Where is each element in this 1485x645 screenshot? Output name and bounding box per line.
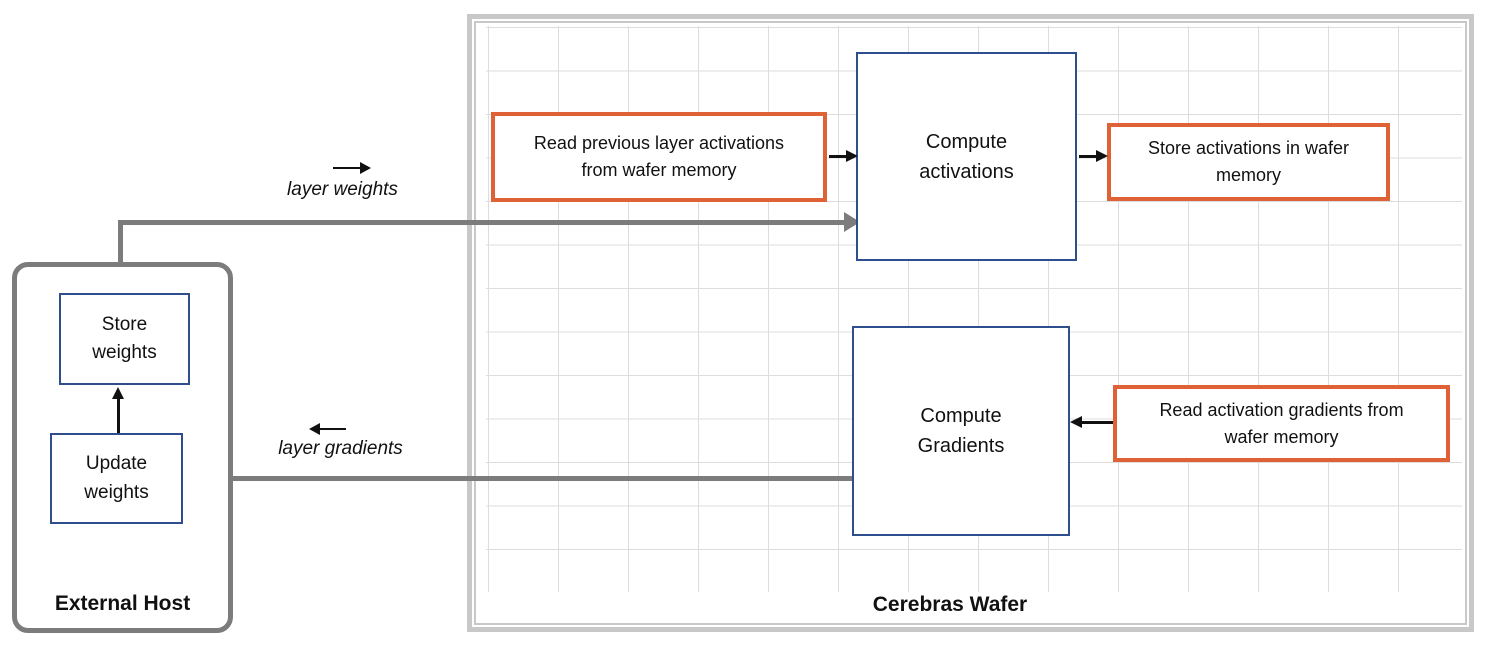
layer-weights-direction-arrowhead-icon xyxy=(360,162,371,174)
cerebras-wafer-region xyxy=(467,14,1474,632)
compute-to-store-arrow-line xyxy=(1079,155,1096,158)
update-to-store-arrowhead-icon xyxy=(112,387,124,399)
read-activations-box: Read previous layer activations from waf… xyxy=(491,112,827,202)
cerebras-wafer-title: Cerebras Wafer xyxy=(872,593,1028,616)
store-activations-label: Store activations in wafer memory xyxy=(1147,138,1350,185)
readgrad-to-computegrad-arrow-line xyxy=(1082,421,1113,424)
wafer-inner-frame-line xyxy=(474,21,1467,625)
store-weights-box: Store weights xyxy=(59,293,190,385)
update-to-store-arrow-line xyxy=(117,398,120,433)
layer-weights-direction-line xyxy=(333,167,360,169)
layer-weights-connector xyxy=(118,220,844,225)
external-host-title: External Host xyxy=(54,592,191,615)
read-gradients-label: Read activation gradients from wafer mem… xyxy=(1159,399,1404,447)
read-to-compute-arrow-line xyxy=(829,155,846,158)
readgrad-to-computegrad-arrowhead-icon xyxy=(1070,416,1082,428)
compute-gradients-label: Compute Gradients xyxy=(917,405,1005,457)
layer-gradients-connector xyxy=(200,476,852,481)
update-weights-label: Update weights xyxy=(84,453,149,503)
compute-to-store-arrowhead-icon xyxy=(1096,150,1108,162)
read-gradients-box: Read activation gradients from wafer mem… xyxy=(1113,385,1450,462)
compute-activations-box: Compute activations xyxy=(856,52,1077,261)
layer-weights-connector-vertical xyxy=(118,220,123,268)
read-to-compute-arrowhead-icon xyxy=(846,150,858,162)
store-activations-box: Store activations in wafer memory xyxy=(1107,123,1390,201)
layer-gradients-label: layer gradients xyxy=(278,438,403,459)
compute-gradients-box: Compute Gradients xyxy=(852,326,1070,536)
store-weights-label: Store weights xyxy=(92,313,157,364)
layer-weights-label: layer weights xyxy=(287,179,398,200)
layer-gradients-direction-arrowhead-icon xyxy=(309,423,320,435)
compute-activations-label: Compute activations xyxy=(919,130,1014,183)
layer-gradients-direction-line xyxy=(320,428,346,430)
update-weights-box: Update weights xyxy=(50,433,183,524)
read-activations-label: Read previous layer activations from waf… xyxy=(533,133,785,180)
